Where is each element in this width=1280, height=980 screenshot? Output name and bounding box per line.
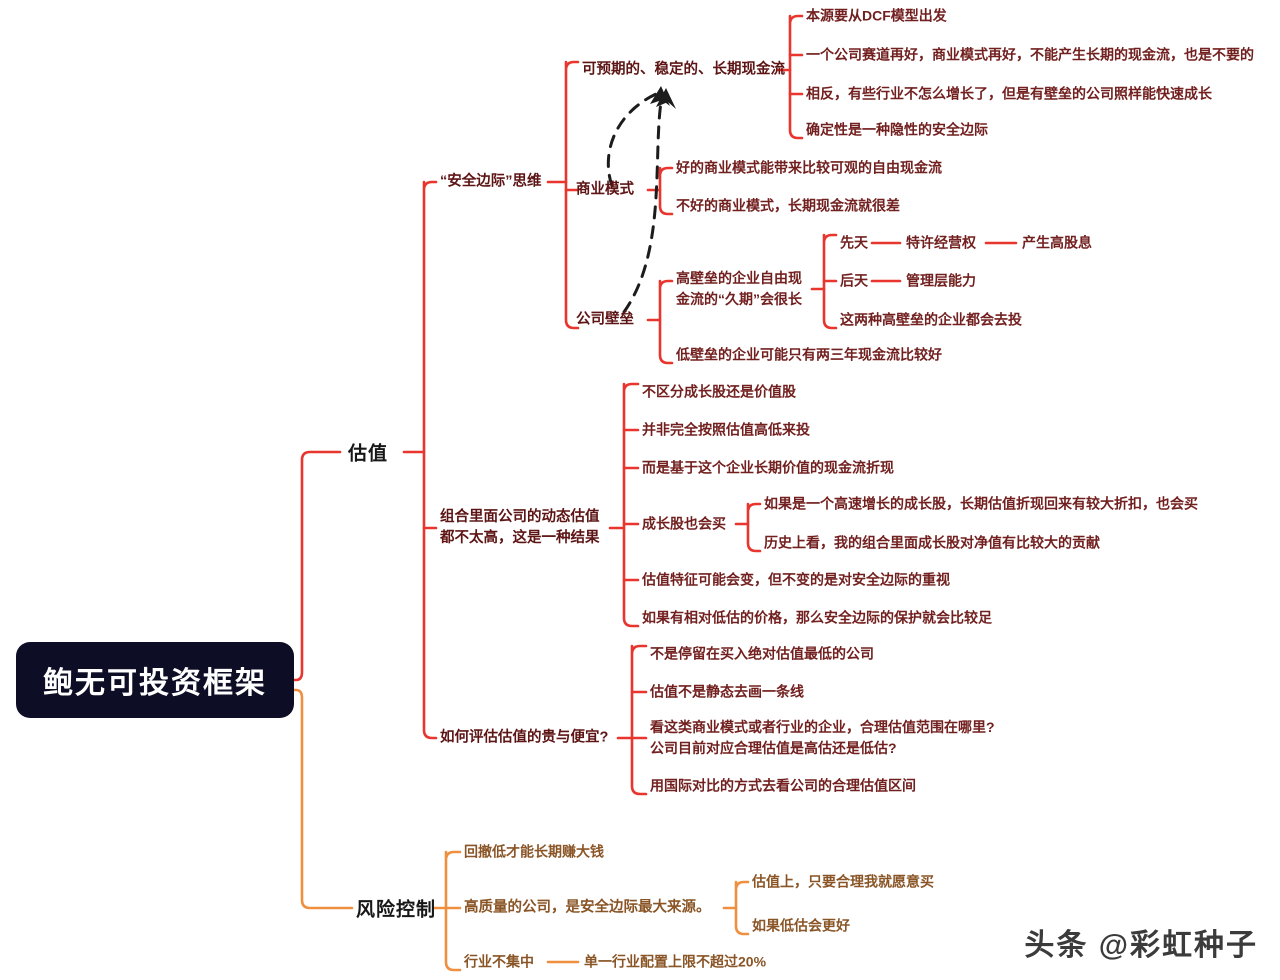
leaf-undervalued-protection[interactable]: 如果有相对低估的价格，那么安全边际的保护就会比较足 <box>642 609 992 626</box>
branch-label-valuation[interactable]: 估值 <box>348 443 389 465</box>
dashed-arrow-from-business-model <box>606 92 658 188</box>
wire-quality-spine <box>734 880 750 936</box>
dashed-arrow-from-moat <box>622 94 664 314</box>
leaf-not-static-line[interactable]: 估值不是静态去画一条线 <box>650 683 804 700</box>
leaf-management-ability[interactable]: 管理层能力 <box>906 272 976 289</box>
leaf-innate[interactable]: 先天 <box>840 234 868 251</box>
leaf-reasonable-range-line2: 公司目前对应合理估值是高估还是低估? <box>650 740 897 756</box>
wire-root-to-valuation <box>292 450 342 682</box>
leaf-reasonable-range-line1: 看这类商业模式或者行业的企业，合理估值范围在哪里? <box>650 719 995 735</box>
leaf-track-model-cashflow[interactable]: 一个公司赛道再好，商业模式再好，不能产生长期的现金流，也是不要的 <box>806 46 1254 63</box>
node-buy-growth-stocks[interactable]: 成长股也会买 <box>642 515 726 532</box>
wire-pcf-spine <box>788 14 804 140</box>
wire-assess-spine <box>630 644 648 796</box>
leaf-industry-cap-20[interactable]: 单一行业配置上限不超过20% <box>584 953 767 970</box>
root-node[interactable]: 鲍无可投资框架 <box>16 642 294 718</box>
leaf-not-purely-by-valuation[interactable]: 并非完全按照估值高低来投 <box>642 421 810 438</box>
leaf-willing-if-reasonable[interactable]: 估值上，只要合理我就愿意买 <box>752 873 934 890</box>
node-high-moat-duration[interactable]: 高壁垒的企业自由现 金流的“久期”会很长 <box>676 268 818 310</box>
leaf-reasonable-range[interactable]: 看这类商业模式或者行业的企业，合理估值范围在哪里? 公司目前对应合理估值是高估还… <box>650 717 1250 759</box>
leaf-dcf-longterm-value[interactable]: 而是基于这个企业长期价值的现金流折现 <box>642 459 894 476</box>
leaf-high-growth-discount[interactable]: 如果是一个高速增长的成长股，长期估值折现回来有较大折扣，也会买 <box>764 495 1198 512</box>
root-label: 鲍无可投资框架 <box>43 667 267 700</box>
wire-moat-spine <box>658 279 674 365</box>
leaf-dcf-origin[interactable]: 本源要从DCF模型出发 <box>806 7 947 24</box>
leaf-better-if-undervalued[interactable]: 如果低估会更好 <box>752 917 850 934</box>
leaf-low-moat-cashflow[interactable]: 低壁垒的企业可能只有两三年现金流比较好 <box>676 346 942 363</box>
wire-highmoat-spine <box>822 233 838 330</box>
node-portfolio-line1: 组合里面公司的动态估值 <box>440 508 600 525</box>
dashed-arrowhead-a <box>650 86 670 106</box>
wire-root-to-risk <box>292 688 354 910</box>
node-high-moat-line1: 高壁垒的企业自由现 <box>676 270 802 286</box>
watermark: 头条 @彩虹种子 <box>1024 929 1258 962</box>
node-portfolio-line2: 都不太高，这是一种结果 <box>440 530 600 546</box>
dashed-arrowhead-b <box>656 88 676 109</box>
leaf-valuation-traits-change[interactable]: 估值特征可能会变，但不变的是对安全边际的重视 <box>642 571 950 588</box>
leaf-no-growth-value-split[interactable]: 不区分成长股还是价值股 <box>642 383 796 400</box>
wire-bm-spine <box>658 166 674 216</box>
node-margin-of-safety[interactable]: “安全边际”思维 <box>440 173 542 190</box>
leaf-franchise-right[interactable]: 特许经营权 <box>906 234 976 251</box>
leaf-industry-diversified[interactable]: 行业不集中 <box>464 953 534 970</box>
leaf-high-dividend[interactable]: 产生高股息 <box>1022 234 1092 251</box>
branch-label-risk-control[interactable]: 风险控制 <box>356 899 437 921</box>
leaf-bad-business-model[interactable]: 不好的商业模式，长期现金流就很差 <box>676 197 900 214</box>
node-company-moat[interactable]: 公司壁垒 <box>576 311 634 328</box>
wire-portfolio-spine <box>622 382 640 628</box>
leaf-low-growth-moat[interactable]: 相反，有些行业不怎么增长了，但是有壁垒的公司照样能快速成长 <box>806 85 1212 102</box>
node-high-moat-line2: 金流的“久期”会很长 <box>676 291 802 307</box>
node-predictable-cashflow[interactable]: 可预期的、稳定的、长期现金流 <box>582 61 785 78</box>
node-portfolio-dynamic-valuation[interactable]: 组合里面公司的动态估值 都不太高，这是一种结果 <box>440 507 612 549</box>
leaf-not-only-cheapest[interactable]: 不是停留在买入绝对估值最低的公司 <box>650 645 874 662</box>
wire-valuation-spine <box>422 180 438 740</box>
leaf-low-drawdown[interactable]: 回撤低才能长期赚大钱 <box>464 843 604 860</box>
node-high-quality-company[interactable]: 高质量的公司，是安全边际最大来源。 <box>464 899 711 916</box>
node-business-model[interactable]: 商业模式 <box>576 181 634 198</box>
leaf-good-business-model[interactable]: 好的商业模式能带来比较可观的自由现金流 <box>676 159 942 176</box>
leaf-invest-both-moats[interactable]: 这两种高壁垒的企业都会去投 <box>840 311 1022 328</box>
node-how-to-assess-valuation[interactable]: 如何评估估值的贵与便宜? <box>440 729 609 746</box>
wire-risk-spine <box>444 850 462 972</box>
leaf-international-comparison[interactable]: 用国际对比的方式去看公司的合理估值区间 <box>650 777 916 794</box>
leaf-acquired[interactable]: 后天 <box>840 272 868 289</box>
wire-growth-spine <box>746 502 762 553</box>
leaf-certainty-safety[interactable]: 确定性是一种隐性的安全边际 <box>806 121 988 138</box>
leaf-growth-nav-contribution[interactable]: 历史上看，我的组合里面成长股对净值有比较大的贡献 <box>764 534 1100 551</box>
